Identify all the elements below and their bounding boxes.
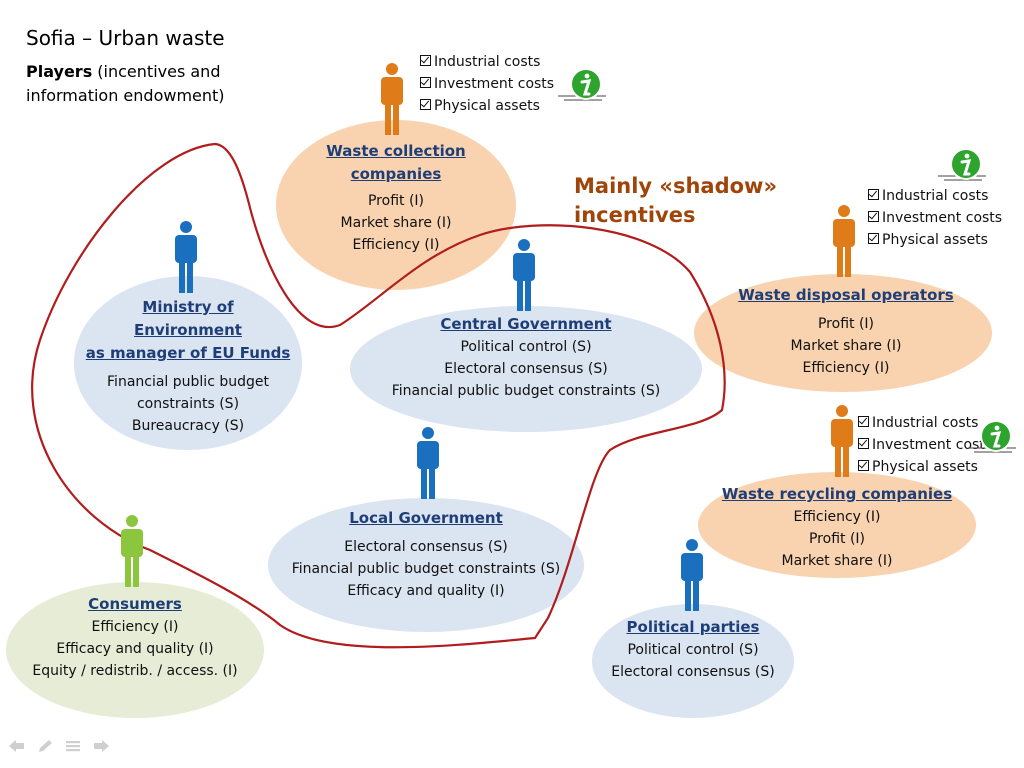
incentive-item: Equity / redistrib. / access. (I) [32, 663, 238, 679]
checkbox-icon [420, 77, 431, 88]
checkbox-icon [420, 99, 431, 110]
checklist-item: Industrial costs [858, 412, 992, 434]
group-name: Waste recycling companies [721, 485, 953, 503]
ellipse-waste-recycling [698, 472, 976, 578]
checklist-recycling: Industrial costs Investment costs Physic… [858, 412, 992, 478]
incentive-item: Profit (I) [808, 531, 866, 547]
incentive-item: Electoral consensus (S) [611, 664, 775, 680]
page-title: Sofia – Urban waste [26, 26, 225, 50]
info-icon [968, 420, 1016, 453]
person-icon [513, 239, 535, 311]
incentive-item: Profit (I) [367, 193, 425, 209]
incentive-item: Efficiency (I) [802, 360, 890, 376]
group-name: Consumers [88, 595, 182, 613]
group-name: Ministry of [142, 298, 234, 316]
group-local-government: Local Government Electoral consensus (S)… [278, 507, 574, 602]
incentive-item: Efficacy and quality (I) [347, 583, 505, 599]
checklist-item: Investment costs [868, 207, 1002, 229]
incentive-item: Financial public budget constraints (S) [291, 561, 561, 577]
info-icon [938, 148, 986, 181]
group-waste-collection: Waste collection companies Profit (I) Ma… [296, 140, 496, 256]
slide-nav-toolbar [8, 738, 110, 754]
group-name: companies [350, 165, 442, 183]
info-icon [558, 68, 606, 101]
checklist-item: Investment costs [858, 434, 992, 456]
incentive-item: Electoral consensus (S) [344, 539, 508, 555]
checklist-item: Industrial costs [420, 51, 554, 73]
checklist-item: Physical assets [858, 456, 992, 478]
page-subtitle: Players (incentives and information endo… [26, 60, 266, 108]
person-icon [417, 427, 439, 499]
subtitle-text: (incentives and information endowment) [26, 62, 225, 105]
ellipse-waste-collection [276, 120, 516, 290]
person-icon [831, 405, 853, 477]
group-central-government: Central Government Political control (S)… [360, 313, 692, 402]
ellipse-local-government [268, 498, 584, 632]
person-icon [121, 515, 143, 587]
checkbox-icon [858, 460, 869, 471]
checkbox-icon [420, 55, 431, 66]
arrow-left-icon[interactable] [8, 738, 26, 754]
incentive-item: Electoral consensus (S) [444, 361, 608, 377]
person-icon [175, 221, 197, 293]
group-waste-disposal: Waste disposal operators Profit (I) Mark… [720, 284, 972, 379]
group-name: Waste collection [326, 142, 466, 160]
group-waste-recycling: Waste recycling companies Efficiency (I)… [712, 483, 962, 572]
incentive-item: Financial public budget constraints (S) [391, 383, 661, 399]
person-icon [381, 63, 403, 135]
group-name: Waste disposal operators [738, 286, 954, 304]
incentive-item: Market share (I) [790, 338, 902, 354]
incentive-item: constraints (S) [136, 396, 240, 412]
shadow-label-line-2: incentives [574, 203, 696, 227]
incentive-item: Financial public budget [107, 374, 269, 390]
ellipse-consumers [6, 582, 264, 718]
checklist-disposal: Industrial costs Investment costs Physic… [868, 185, 1002, 251]
checkbox-icon [858, 438, 869, 449]
checklist-collection: Industrial costs Investment costs Physic… [420, 51, 554, 117]
checklist-item: Physical assets [420, 95, 554, 117]
group-consumers: Consumers Efficiency (I) Efficacy and qu… [14, 593, 256, 682]
checkbox-icon [868, 211, 879, 222]
ellipse-central-government [350, 306, 702, 432]
checklist-item: Investment costs [420, 73, 554, 95]
group-name: as manager of EU Funds [85, 344, 291, 362]
shadow-label-line-1: Mainly «shadow» [574, 174, 778, 198]
incentive-item: Political control (S) [627, 642, 759, 658]
group-name: Local Government [349, 509, 503, 527]
incentive-item: Bureaucracy (S) [131, 418, 245, 434]
incentive-item: Political control (S) [460, 339, 592, 355]
subtitle-bold: Players [26, 62, 93, 81]
arrow-right-icon[interactable] [92, 738, 110, 754]
pen-icon[interactable] [36, 738, 54, 754]
group-name: Political parties [626, 618, 760, 636]
incentive-item: Efficiency (I) [91, 619, 179, 635]
person-icon [681, 539, 703, 611]
ellipse-waste-disposal [694, 274, 992, 392]
checkbox-icon [858, 416, 869, 427]
incentive-item: Market share (I) [781, 553, 893, 569]
group-ministry: Ministry of Environment as manager of EU… [80, 296, 296, 437]
shadow-incentives-label: Mainly «shadow» incentives [574, 172, 777, 230]
checkbox-icon [868, 233, 879, 244]
incentive-item: Efficiency (I) [352, 237, 440, 253]
checkbox-icon [868, 189, 879, 200]
group-name: Environment [134, 321, 242, 339]
menu-icon[interactable] [64, 738, 82, 754]
incentive-item: Efficiency (I) [793, 509, 881, 525]
person-icon [833, 205, 855, 277]
incentive-item: Profit (I) [817, 316, 875, 332]
group-political-parties: Political parties Political control (S) … [600, 616, 786, 683]
ellipse-ministry [74, 276, 302, 450]
group-name: Central Government [440, 315, 612, 333]
checklist-item: Physical assets [868, 229, 1002, 251]
checklist-item: Industrial costs [868, 185, 1002, 207]
incentive-item: Market share (I) [340, 215, 452, 231]
ellipse-political-parties [592, 604, 794, 718]
incentive-item: Efficacy and quality (I) [56, 641, 214, 657]
